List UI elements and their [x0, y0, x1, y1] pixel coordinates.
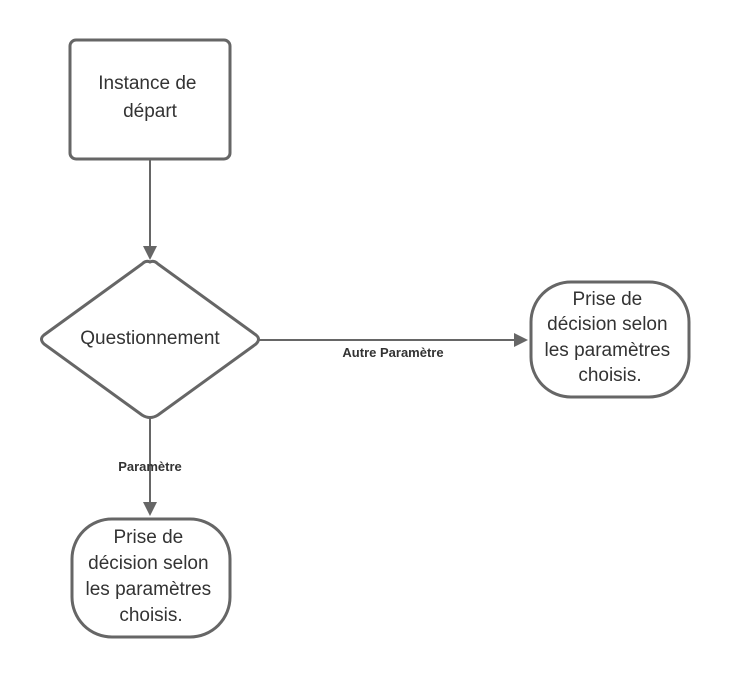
outcome-bottom-line: les paramètres [86, 579, 212, 600]
start-node-line: départ [123, 101, 178, 122]
start-node-line: Instance de [98, 73, 196, 94]
connector-start-to-decision [143, 160, 157, 260]
arrowhead-icon [143, 502, 157, 516]
edge-label-parametre: Paramètre [118, 459, 182, 474]
outcome-right-line: Prise de [573, 289, 643, 310]
decision-node-label: Questionnement [80, 328, 220, 349]
arrowhead-icon [514, 333, 528, 347]
outcome-right-line: décision selon [547, 314, 667, 335]
outcome-bottom-line: Prise de [114, 527, 184, 548]
outcome-right-line: les paramètres [545, 340, 671, 361]
outcome-bottom-line: décision selon [88, 553, 208, 574]
svg-text:Prise de décision selon: Prise de décision selon les paramètres c… [545, 289, 676, 386]
connector-decision-to-right [259, 333, 528, 347]
outcome-node-bottom: Prise de décision selon les paramètres c… [70, 517, 232, 639]
start-node: Instance de départ [68, 38, 232, 161]
outcome-bottom-line: choisis. [119, 605, 182, 626]
decision-node: Questionnement [40, 259, 260, 419]
arrowhead-icon [143, 246, 157, 260]
svg-text:Prise de décision selon: Prise de décision selon les paramètres c… [86, 527, 217, 626]
svg-text:Instance de départ: Instance de départ [98, 73, 202, 122]
connector-decision-to-bottom [143, 418, 157, 516]
outcome-right-line: choisis. [578, 365, 641, 386]
outcome-node-right: Prise de décision selon les paramètres c… [529, 280, 691, 399]
edge-label-autre-parametre: Autre Paramètre [342, 345, 443, 360]
